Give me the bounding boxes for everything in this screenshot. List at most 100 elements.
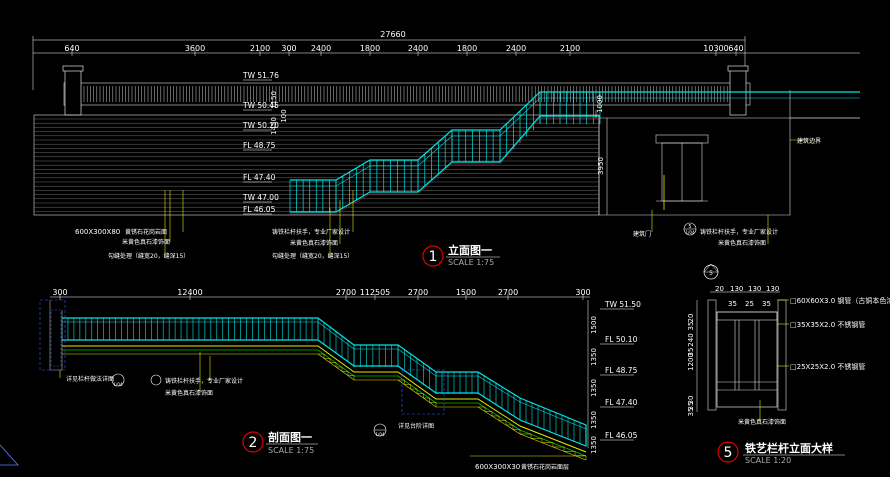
detail-label-bar: □25X25X2.0 不锈钢管: [790, 362, 865, 371]
detail-sub-dim-2: 35: [762, 300, 771, 308]
section-left-note: 详见栏杆做法详图: [66, 375, 114, 383]
stair-steps: [318, 353, 587, 460]
section-stair-note: 详见台阶详图: [398, 422, 434, 430]
tile-note: 黄锈石花岗岩面: [125, 228, 167, 236]
detail-left-dim-3: 35: [687, 348, 695, 357]
section-view: 300 12400 2700 112505 2700 1500 2700 300 TW 51.…: [39, 288, 641, 471]
elevation-dim-11: 640: [728, 44, 743, 53]
detail-label-paint: 米黄色真石漆饰面: [738, 418, 786, 426]
ucs-icon: [0, 444, 19, 466]
section-dim-5: 1500: [456, 288, 476, 297]
elevation-dim-9: 2100: [560, 44, 580, 53]
section-title-circle: [242, 431, 264, 453]
section-level-4: FL 46.05: [605, 431, 638, 440]
detail-ref-sheet: 1/04: [686, 230, 695, 235]
elevation-title: 立面图一: [448, 243, 492, 257]
elevation-level-1: TW 50.45: [242, 101, 279, 110]
detail-label-post: □60X60X3.0 钢管（古铜本色漆）: [790, 296, 890, 305]
section-level-0: TW 51.50: [604, 300, 641, 309]
section-paint-note: 米黄色真石漆饰面: [165, 389, 213, 397]
detail-top-dim-2: 130: [748, 285, 761, 293]
detail-left-dim-0: 20: [687, 314, 695, 323]
elevation-title-circle: [422, 245, 444, 267]
section-level-1: FL 50.10: [605, 335, 638, 344]
door-note: 建筑门: [633, 230, 651, 238]
small-dim-d: 100: [280, 109, 288, 122]
elevation-dim-1: 3600: [185, 44, 205, 53]
section-tile-spec: 600X300X30: [475, 463, 520, 471]
section-level-2: FL 48.75: [605, 366, 638, 375]
railing-note: 铸铁栏杆扶手，专业厂家设计: [272, 228, 350, 236]
section-dim-3: 112505: [360, 288, 391, 297]
elevation-level-6: FL 46.05: [243, 205, 276, 214]
section-right-dim-1: 1350: [590, 348, 598, 366]
detail-marker-num: 5: [709, 270, 713, 277]
section-right-dim-3: 1350: [590, 411, 598, 429]
section-level-3: FL 47.40: [605, 398, 638, 407]
section-scale: SCALE 1:75: [268, 446, 314, 455]
section-right-dim-2: 1350: [590, 379, 598, 397]
detail-label-rail: □35X35X2.0 不锈钢管: [790, 320, 865, 329]
section-dim-6: 2700: [498, 288, 518, 297]
detail-ref-num: 5: [688, 224, 691, 230]
elevation-level-4: FL 47.40: [243, 173, 276, 182]
elevation-level-3: FL 48.75: [243, 141, 276, 150]
railing-note-2: 铸铁栏杆扶手，专业厂家设计: [700, 228, 778, 236]
section-dim-2: 2700: [336, 288, 356, 297]
overall-dimension: 27660: [380, 30, 405, 39]
elevation-dim-3: 300: [281, 44, 296, 53]
detail-left-dim-5: 30: [687, 396, 695, 405]
paint-note-2: 米黄色真石漆饰面: [290, 239, 338, 247]
elevation-dim-5: 1800: [360, 44, 380, 53]
elevation-level-2: TW 50.20: [242, 121, 279, 130]
small-dim-c: 1450: [270, 117, 278, 135]
detail-left-dim-6: 35: [687, 402, 695, 411]
section-level-markers: TW 51.50 FL 50.10 FL 48.75 FL 47.40 FL 46.05: [600, 300, 641, 441]
section-dim-1: 12400: [177, 288, 202, 297]
stair-railing: [289, 91, 860, 213]
elevation-level-5: TW 47.00: [242, 193, 279, 202]
section-railing-note: 铸铁栏杆扶手，专业厂家设计: [165, 377, 243, 385]
paint-note-3: 米黄色真石漆饰面: [718, 239, 766, 247]
detail-sub-dim-0: 35: [728, 300, 737, 308]
detail-title: 铁艺栏杆立面大样: [745, 441, 833, 455]
elevation-scale: SCALE 1:75: [448, 258, 494, 267]
section-ref-a: 1/04: [114, 382, 123, 387]
elevation-title-number: 1: [429, 249, 438, 265]
paint-note: 米黄色真石漆饰面: [122, 238, 170, 246]
grout-note: 勾缝处理（缝宽20，缝深15）: [108, 252, 189, 260]
door: [655, 134, 709, 210]
detail-sub-dim-1: 25: [745, 300, 754, 308]
detail-title-number: 5: [724, 445, 733, 461]
tile-spec: 600X300X80: [75, 228, 120, 236]
detail-sub-dimensions: 35 25 35: [728, 300, 771, 308]
section-title: 剖面图一: [268, 430, 312, 444]
top-balustrade: [83, 86, 728, 102]
elevation-level-0: TW 51.76: [242, 71, 279, 80]
elevation-dim-7: 1800: [457, 44, 477, 53]
detail-left-dim-1: 35: [687, 322, 695, 331]
section-dim-4: 2700: [408, 288, 428, 297]
elevation-dim-0: 640: [64, 44, 79, 53]
section-right-dim-0: 1500: [590, 316, 598, 334]
detail-title-circle: [717, 441, 739, 463]
section-top-dimensions: 300 12400 2700 112505 2700 1500 2700 300: [52, 288, 591, 300]
section-dim-7: 300: [575, 288, 590, 297]
elevation-dim-4: 2400: [311, 44, 331, 53]
section-title-number: 2: [249, 435, 258, 451]
elevation-dim-6: 2400: [408, 44, 428, 53]
detail-scale: SCALE 1:20: [745, 456, 791, 465]
small-dim-a: 1000: [596, 95, 604, 113]
detail-top-dim-3: 130: [766, 285, 779, 293]
section-dim-0: 300: [52, 288, 67, 297]
detail-top-dim-0: 20: [715, 285, 724, 293]
elevation-dim-2: 2100: [250, 44, 270, 53]
detail-left-dim-2: 240: [687, 333, 695, 346]
